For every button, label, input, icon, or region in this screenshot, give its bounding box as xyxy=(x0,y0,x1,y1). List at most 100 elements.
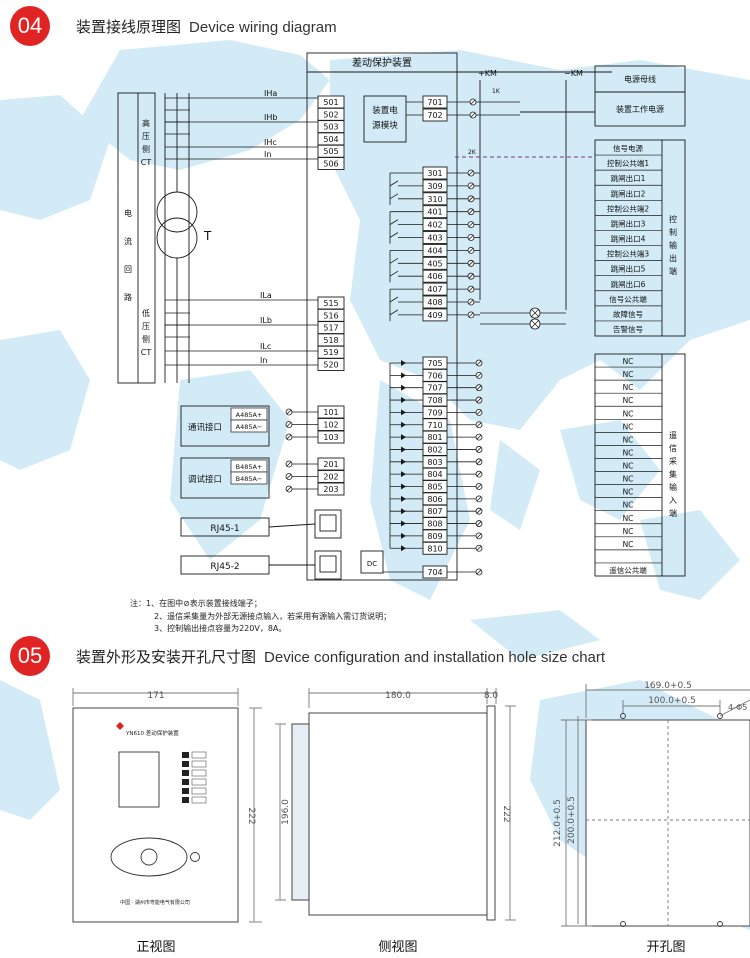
front-led-0 xyxy=(182,752,189,758)
section-05-title-cn: 装置外形及安装开孔尺寸图 xyxy=(76,647,257,666)
nc-row-5: NC xyxy=(623,422,634,431)
nc-row-2: NC xyxy=(623,383,634,392)
power-module-label-2: 源模块 xyxy=(372,120,398,131)
signal-row-11: 故障信号 xyxy=(613,309,643,319)
nc-row-4: NC xyxy=(623,409,634,418)
terminal-marker-709 xyxy=(475,408,483,416)
terminal-marker-202 xyxy=(285,473,293,480)
signal-side-3: 出 xyxy=(669,253,677,263)
nc-row-11: NC xyxy=(623,501,634,510)
debug-port-label: 调试接口 xyxy=(188,474,222,485)
terminal-marker-705 xyxy=(475,359,483,367)
signal-row-8: 跳闸出口5 xyxy=(611,264,646,274)
terminal-marker-710 xyxy=(475,421,483,429)
svg-text:804: 804 xyxy=(427,470,442,479)
section-05-header: 05 装置外形及安装开孔尺寸图 Device configuration and … xyxy=(10,636,605,676)
caption-side-view: 侧视图 xyxy=(378,940,418,955)
section-04-title-cn: 装置接线原理图 xyxy=(76,17,182,36)
front-led-5 xyxy=(182,797,189,803)
ct-frame xyxy=(117,92,156,384)
svg-text:B485A+: B485A+ xyxy=(236,463,263,471)
terminal-marker-403 xyxy=(467,234,475,241)
section-05-title: 装置外形及安装开孔尺寸图 Device configuration and ins… xyxy=(76,646,605,667)
input-diode-706 xyxy=(401,372,406,379)
lv-ct-label-3: CT xyxy=(141,348,152,357)
power-table-work-supply: 装置工作电源 xyxy=(616,104,664,114)
svg-text:809: 809 xyxy=(427,532,442,541)
power-module-label-1: 装置电 xyxy=(372,105,398,116)
svg-text:807: 807 xyxy=(427,507,442,516)
power-table xyxy=(594,65,686,127)
front-view xyxy=(72,688,262,923)
device-title: 差动保护装置 xyxy=(352,56,412,69)
svg-text:408: 408 xyxy=(427,298,442,307)
signal-row-6: 跳闸出口4 xyxy=(611,234,646,244)
terminal-marker-801 xyxy=(475,433,483,441)
terminal-marker-805 xyxy=(475,483,483,490)
svg-text:309: 309 xyxy=(427,182,442,191)
a485-pin-0: A485A+ xyxy=(230,407,268,421)
hv-ct-label-2: 侧 xyxy=(142,144,150,154)
svg-text:706: 706 xyxy=(427,371,442,380)
lv-current-0: ILa xyxy=(260,291,272,300)
svg-text:708: 708 xyxy=(427,396,442,405)
svg-text:519: 519 xyxy=(323,348,338,357)
terminal-marker-809 xyxy=(475,532,483,540)
section-04-badge: 04 xyxy=(10,6,50,46)
signal-row-10: 信号公共端 xyxy=(609,294,647,304)
dc-box xyxy=(360,550,384,574)
front-company-name: 中国 · 湖州市粤能电气有限公司 xyxy=(120,899,190,906)
current-loop-label-0: 电 xyxy=(124,208,132,218)
svg-text:515: 515 xyxy=(323,299,338,308)
signal-row-5: 跳闸出口3 xyxy=(611,218,646,228)
svg-text:405: 405 xyxy=(427,259,442,268)
terminal-506: 506 xyxy=(317,157,345,170)
section-05-title-en: Device configuration and installation ho… xyxy=(264,648,606,666)
nc-row-0: NC xyxy=(623,357,634,366)
svg-text:301: 301 xyxy=(427,169,442,178)
terminal-marker-309 xyxy=(467,182,475,190)
remote-side-4: 输 xyxy=(669,482,677,492)
signal-side-2: 输 xyxy=(669,240,677,250)
lv-ct-label-0: 低 xyxy=(142,308,150,318)
front-model-name: YN610 差动保护装置 xyxy=(125,729,179,737)
remote-side-2: 采 xyxy=(669,456,677,466)
terminal-marker-405 xyxy=(467,259,475,267)
svg-text:310: 310 xyxy=(427,195,442,204)
power-table-bus: 电源母线 xyxy=(624,74,656,84)
relay-2k-label: 2K xyxy=(468,149,477,156)
front-width-dim: 171 xyxy=(147,691,164,701)
remote-side-1: 信 xyxy=(669,443,677,453)
nc-row-3: NC xyxy=(623,396,634,405)
front-led-label-2 xyxy=(191,769,207,777)
neg-km-label: −KM xyxy=(564,69,583,78)
hv-current-3: In xyxy=(264,150,271,159)
front-led-4 xyxy=(182,788,189,794)
nc-row-12: NC xyxy=(623,514,634,523)
dc-label: DC xyxy=(367,560,377,568)
lv-current-2: ILc xyxy=(260,342,271,351)
signal-row-4: 控制公共端2 xyxy=(607,203,649,213)
svg-text:409: 409 xyxy=(427,311,442,320)
svg-text:701: 701 xyxy=(427,98,442,107)
svg-text:406: 406 xyxy=(427,272,442,281)
svg-text:801: 801 xyxy=(427,433,442,442)
terminal-marker-103 xyxy=(285,433,293,441)
b485-pin-0: B485A+ xyxy=(230,459,268,473)
input-diode-810 xyxy=(401,545,406,552)
svg-text:201: 201 xyxy=(323,460,338,469)
section-05-badge: 05 xyxy=(10,636,50,676)
input-diode-705 xyxy=(401,360,406,366)
hole-bolt-dim: 4-Φ5 xyxy=(728,703,747,712)
front-led-label-1 xyxy=(191,760,207,768)
side-panel-dim: 8.0 xyxy=(484,691,499,701)
svg-text:503: 503 xyxy=(323,123,338,132)
svg-text:202: 202 xyxy=(323,473,338,482)
remote-table xyxy=(594,353,686,577)
pos-km-label: +KM xyxy=(478,69,497,78)
svg-text:709: 709 xyxy=(427,408,442,417)
hv-ct-label-3: CT xyxy=(141,158,152,167)
remote-side-6: 端 xyxy=(669,508,677,518)
front-led-label-5 xyxy=(191,796,207,804)
